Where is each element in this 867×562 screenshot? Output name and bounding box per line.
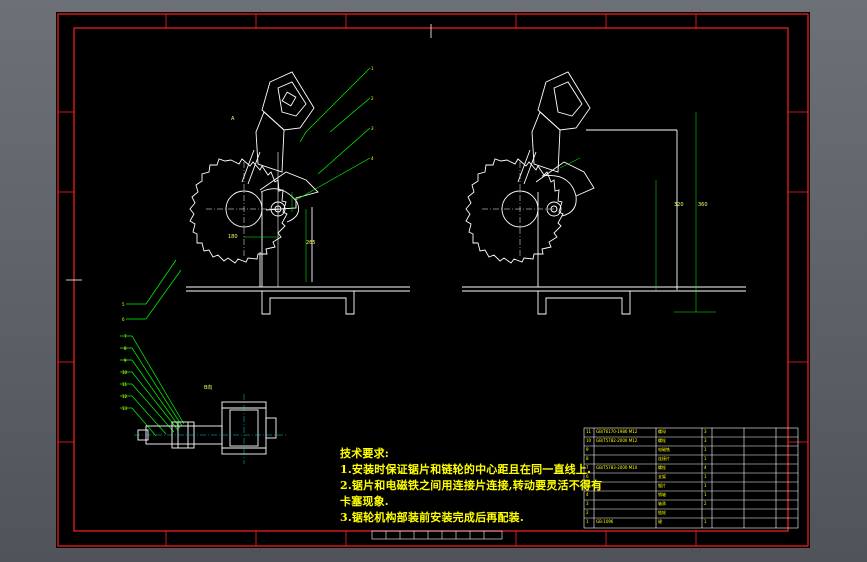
bom-cell: GB/T6170-1986 M12 <box>596 429 638 434</box>
bom-cell: 1 <box>704 483 707 488</box>
bom-cell: 链轮 <box>658 510 666 515</box>
right-saw-assembly <box>462 71 746 315</box>
svg-text:7: 7 <box>124 334 127 339</box>
b-view-label: B向 <box>204 385 213 391</box>
bom-cell: 销轴 <box>658 492 666 497</box>
bom-cell: 锯片 <box>658 483 666 488</box>
right-dimensions <box>559 112 716 313</box>
bom-cell: 1 <box>704 456 707 461</box>
svg-text:3: 3 <box>371 126 374 131</box>
svg-text:8: 8 <box>124 346 127 351</box>
bom-cell: 10 <box>586 438 592 443</box>
svg-text:6: 6 <box>122 317 125 322</box>
svg-text:5: 5 <box>122 302 125 307</box>
svg-text:13: 13 <box>122 406 128 411</box>
bom-cell: 轴承 <box>658 501 666 506</box>
svg-text:1: 1 <box>371 66 374 71</box>
bom-cell: 4 <box>704 465 707 470</box>
a-view-arrow-label: A <box>231 116 235 122</box>
bom-cell: 6 <box>586 474 589 479</box>
bom-cell: 2 <box>704 501 707 506</box>
left-leader-lines <box>120 67 371 437</box>
bom-cell: 螺母 <box>658 429 666 434</box>
notes-line-4: 3.锯轮机构部装前安装完成后再配装. <box>340 511 524 524</box>
outer-border <box>57 13 809 547</box>
zone-ticks <box>58 14 808 546</box>
left-dimensions <box>244 192 307 282</box>
bom-cell: 5 <box>586 483 589 488</box>
bom-cell: 螺栓 <box>658 465 666 470</box>
left-saw-blade <box>189 158 288 264</box>
left-base-channel <box>186 286 410 315</box>
right-saw-blade <box>465 158 564 264</box>
bom-cell: 8 <box>586 456 589 461</box>
bom-cell: 3 <box>704 438 707 443</box>
svg-text:4: 4 <box>371 156 374 161</box>
bom-cell: 7 <box>586 465 589 470</box>
bom-cell: 3 <box>586 501 589 506</box>
bom-cell: 1 <box>704 474 707 479</box>
notes-title: 技术要求: <box>340 447 390 460</box>
dim-265: 265 <box>306 240 316 246</box>
left-bracket <box>259 152 319 287</box>
notes-line-1: 1.安装时保证锯片和链轮的中心距且在同一直线上. <box>340 463 592 476</box>
bom-cell: 1 <box>704 519 707 524</box>
dim-180: 180 <box>228 234 238 240</box>
notes-line-3: 卡塞现象. <box>340 495 389 508</box>
bom-cell: 1 <box>704 492 707 497</box>
bom-cell: GB-1096 <box>596 519 614 524</box>
b-view <box>134 394 286 464</box>
svg-text:10: 10 <box>122 370 128 375</box>
left-electromagnet <box>241 71 315 185</box>
bom-cell: 2 <box>586 510 589 515</box>
svg-text:11: 11 <box>122 382 128 387</box>
dim-360: 360 <box>698 202 708 208</box>
bom-cell: 1 <box>586 519 589 524</box>
scale-bar <box>371 530 503 540</box>
bom-cell: 9 <box>586 447 589 452</box>
svg-text:2: 2 <box>371 96 374 101</box>
bom-cell: 4 <box>586 492 589 497</box>
bom-cell: 螺栓 <box>658 438 666 443</box>
bom-cell: GB/T5782-2000 M12 <box>596 438 638 443</box>
left-saw-assembly <box>189 158 288 264</box>
bom-table <box>583 427 799 529</box>
bom-cell: 连接片 <box>658 456 670 461</box>
technical-requirements: 技术要求: 1.安装时保证锯片和链轮的中心距且在同一直线上. 2.锯片和电磁铁之… <box>340 446 602 526</box>
bom-cell: GB/T5783-2000 M10 <box>596 465 638 470</box>
dim-320: 320 <box>674 202 684 208</box>
notes-line-2: 2.锯片和电磁铁之间用连接片连接,转动要灵活不得有 <box>340 479 603 492</box>
svg-text:9: 9 <box>124 358 127 363</box>
bom-cell: 1 <box>704 447 707 452</box>
bom-cell: 电磁铁 <box>658 447 670 452</box>
bom-cell: 键 <box>658 519 662 524</box>
bom-cell: 支架 <box>658 474 666 479</box>
bom-cell: 3 <box>704 429 707 434</box>
bom-cell: 11 <box>586 429 592 434</box>
svg-text:12: 12 <box>122 394 128 399</box>
